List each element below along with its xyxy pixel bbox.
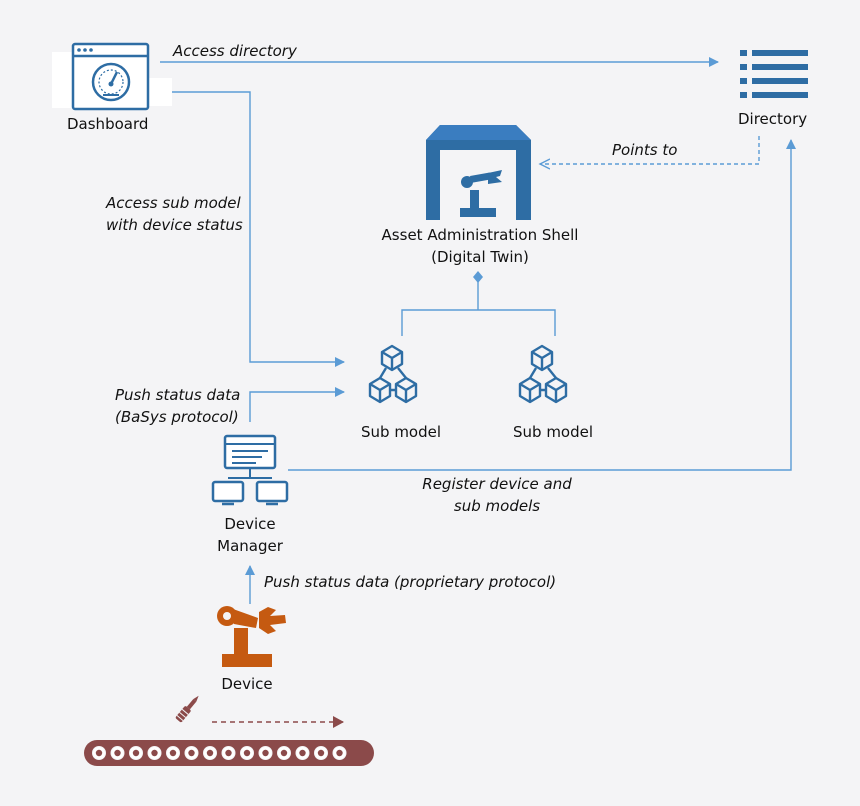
edge-access-submodel [160, 91, 345, 367]
cubes-icon-left [368, 344, 418, 404]
conveyor-roller-hub [114, 749, 121, 757]
conveyor-roller-hub [262, 749, 269, 757]
edge-push-basys [249, 387, 345, 422]
aas-shell-icon [426, 125, 531, 220]
access-submodel-label-1: Access sub model [106, 194, 241, 212]
push-basys-label-1: Push status data [115, 386, 241, 404]
access-submodel-label-2: with device status [106, 216, 243, 234]
points-to-label: Points to [612, 141, 678, 159]
submodel-label-right: Sub model [513, 423, 594, 441]
register-label-2: sub models [453, 497, 541, 515]
device-manager-label-2: Manager [217, 537, 283, 555]
edge-points-to [540, 136, 760, 164]
conveyor-belt [84, 740, 374, 766]
conveyor-roller-hub [225, 749, 232, 757]
edge-aas-composition [401, 271, 556, 336]
device-label: Device [221, 675, 273, 693]
conveyor-roller-hub [206, 749, 214, 757]
aas-label-1: Asset Administration Shell [381, 226, 579, 244]
dashboard-label: Dashboard [67, 115, 149, 133]
conveyor-roller-hub [280, 749, 288, 757]
directory-label: Directory [738, 110, 808, 128]
dashboard-gauge-icon [52, 42, 172, 111]
network-hub-icon [211, 434, 289, 506]
cubes-icon-right [518, 344, 568, 404]
conveyor-roller-hub [317, 749, 325, 757]
conveyor-roller-hub [188, 749, 195, 757]
conveyor-roller-hub [336, 749, 343, 757]
conveyor-roller-hub [151, 749, 158, 757]
push-basys-label-2: (BaSys protocol) [115, 408, 239, 426]
conveyor-roller-hub [299, 749, 306, 757]
submodel-label-left: Sub model [361, 423, 442, 441]
robot-arm-icon [217, 606, 286, 667]
screwdriver-icon [175, 695, 199, 723]
register-label-1: Register device and [422, 475, 572, 493]
conveyor-roller-hub [169, 749, 177, 757]
conveyor-roller-hub [95, 749, 103, 757]
directory-list-icon [740, 50, 808, 98]
conveyor-roller-hub [132, 749, 140, 757]
access-directory-label: Access directory [173, 42, 297, 60]
device-manager-label-1: Device [224, 515, 276, 533]
push-proprietary-label: Push status data (proprietary protocol) [264, 573, 557, 591]
edge-register [288, 139, 796, 471]
conveyor-roller-hub [243, 749, 251, 757]
aas-label-2: (Digital Twin) [431, 248, 529, 266]
